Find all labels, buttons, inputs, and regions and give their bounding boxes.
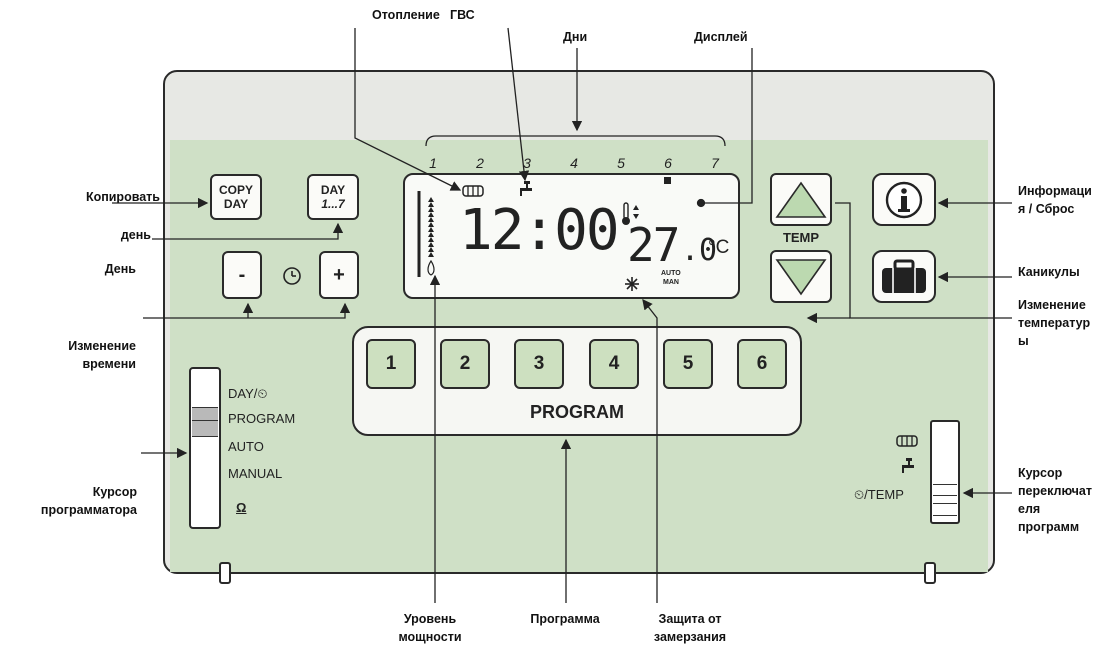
label-switch-3: еля (1018, 502, 1041, 516)
copy-day-label-1: COPY (218, 183, 253, 197)
copy-day-button[interactable]: COPY DAY (210, 174, 262, 220)
program-button-label: 3 (533, 353, 545, 374)
label-cursor-prog-1: Курсор (92, 485, 137, 499)
foot-right (924, 562, 936, 584)
day-number: 5 (617, 155, 625, 171)
program-switch-handle[interactable] (933, 484, 957, 516)
label-day-lower: день (120, 228, 151, 242)
power-level-icon (417, 191, 435, 277)
slider-label-power: Ω (236, 500, 247, 515)
day-number: 1 (429, 155, 437, 171)
label-day-cap: День (104, 262, 136, 276)
program-button-3[interactable]: 3 (514, 339, 564, 389)
label-cursor-prog-2: программатора (40, 503, 137, 517)
label-heating: Отопление (372, 8, 440, 22)
info-reset-button[interactable] (872, 173, 936, 226)
program-button-4[interactable]: 4 (589, 339, 639, 389)
label-display: Дисплей (694, 30, 748, 44)
day-number: 4 (570, 155, 578, 171)
label-temp-change-2: температур (1018, 316, 1091, 330)
label-frost-2: замерзания (653, 630, 727, 644)
label-power-1: Уровень (403, 612, 457, 626)
program-button-1[interactable]: 1 (366, 339, 416, 389)
foot-left (219, 562, 231, 584)
slider-label-auto: AUTO (228, 439, 264, 454)
label-frost-1: Защита от (658, 612, 722, 626)
label-days: Дни (563, 30, 588, 44)
switch-label-temp: ⏲/TEMP (854, 487, 904, 502)
program-panel: PROGRAM (352, 326, 802, 436)
temp-up-button[interactable] (770, 173, 832, 226)
tap-icon (520, 181, 532, 196)
mode-slider-handle[interactable] (192, 407, 218, 437)
mode-man: MAN (663, 279, 679, 286)
arrow-down-icon (775, 258, 827, 295)
minus-button[interactable]: - (222, 251, 262, 299)
temp-down-button[interactable] (770, 250, 832, 303)
suitcase-icon (882, 259, 926, 293)
slider-label-program: PROGRAM (228, 411, 296, 426)
lcd-display: 12:00 27 .0 °C AUTO MAN (403, 173, 740, 299)
program-button-label: 2 (459, 353, 471, 374)
label-switch-2: переключат (1018, 484, 1092, 498)
label-copy: Копировать (85, 190, 160, 204)
day-number: 2 (476, 155, 484, 171)
day-select-button[interactable]: DAY 1...7 (307, 174, 359, 220)
program-switch[interactable] (930, 420, 960, 524)
minus-label: - (238, 263, 246, 286)
label-switch-1: Курсор (1018, 466, 1063, 480)
label-temp-change-3: ы (1018, 334, 1029, 348)
day-number: 7 (711, 155, 719, 171)
program-button-label: 1 (385, 353, 397, 374)
temperature-unit: °C (708, 237, 730, 258)
tap-icon (902, 458, 914, 473)
program-button-label: 6 (756, 353, 768, 374)
slider-label-day: DAY/⏲ (228, 386, 268, 401)
label-program: Программа (530, 612, 600, 626)
info-icon (885, 181, 923, 218)
snowflake-icon (625, 277, 639, 291)
day-number: 3 (523, 155, 531, 171)
temperature-integer: 27 (627, 218, 680, 272)
day-select-label-2: 1...7 (321, 197, 345, 211)
label-dhw: ГВС (450, 8, 475, 22)
label-time-change-2: времени (82, 357, 136, 371)
thermometer-icon (622, 202, 639, 225)
label-time-change-1: Изменение (68, 339, 136, 353)
program-button-2[interactable]: 2 (440, 339, 490, 389)
radiator-icon (462, 185, 484, 197)
label-info-1: Информаци (1018, 184, 1092, 198)
label-info-2: я / Сброс (1018, 202, 1075, 216)
program-button-label: 5 (682, 353, 694, 374)
mode-auto: AUTO (661, 270, 681, 277)
copy-day-label-2: DAY (223, 197, 249, 211)
day-select-label-1: DAY (320, 183, 346, 197)
label-power-2: мощности (398, 630, 462, 644)
clock-icon (283, 267, 301, 285)
mode-slider[interactable] (189, 367, 221, 529)
plus-button[interactable]: + (319, 251, 359, 299)
day-marker (664, 177, 671, 184)
program-label: PROGRAM (530, 402, 624, 422)
slider-label-manual: MANUAL (228, 466, 283, 481)
day-number: 6 (664, 155, 672, 171)
radiator-icon (896, 435, 918, 447)
plus-label: + (333, 263, 345, 286)
program-button-5[interactable]: 5 (663, 339, 713, 389)
time-readout: 12:00 (459, 198, 620, 263)
label-switch-4: программ (1018, 520, 1080, 534)
label-temp-change-1: Изменение (1018, 298, 1086, 312)
arrow-up-icon (775, 181, 827, 218)
program-button-label: 4 (608, 353, 620, 374)
holiday-button[interactable] (872, 250, 936, 303)
label-holidays: Каникулы (1018, 265, 1080, 279)
temp-label: TEMP (782, 230, 820, 245)
program-button-6[interactable]: 6 (737, 339, 787, 389)
temperature-decimal: .0 (681, 233, 718, 268)
